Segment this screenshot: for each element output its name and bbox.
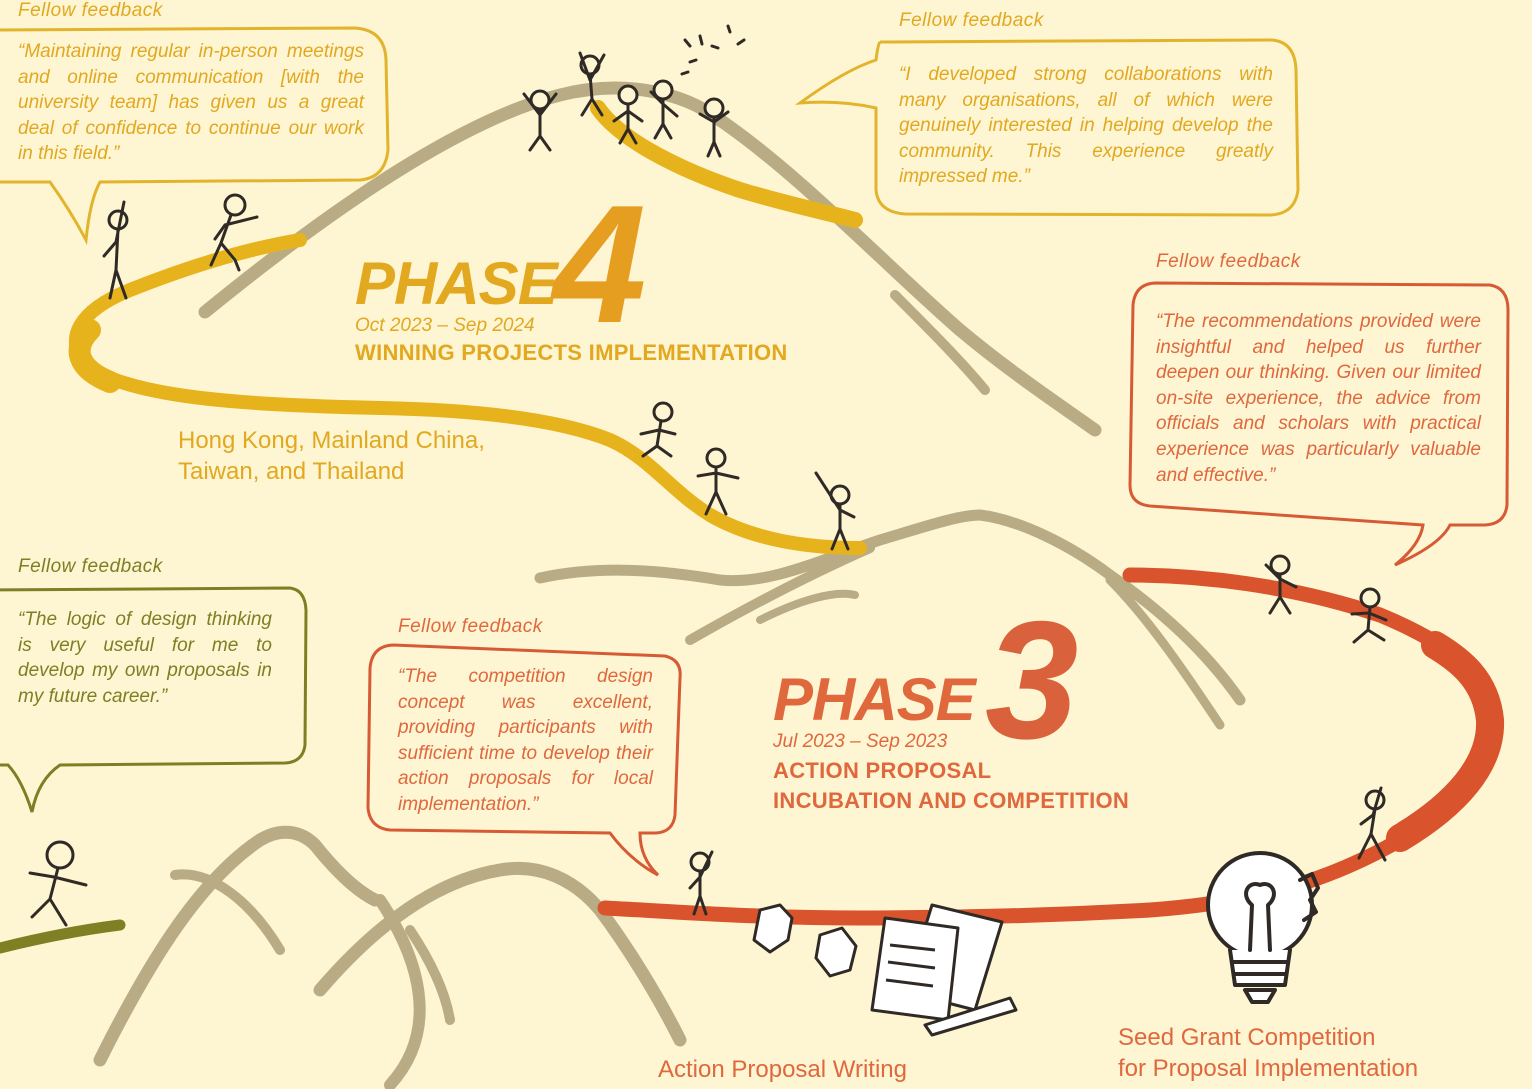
bubble-5 xyxy=(366,643,682,877)
people-climbing-icon xyxy=(28,51,1388,927)
middle-mountain-small-peak xyxy=(756,589,859,624)
phase3-dates: Jul 2023 – Sep 2023 xyxy=(773,731,948,752)
documents-pen-icon xyxy=(870,903,1018,1037)
bubble-2 xyxy=(794,38,1300,217)
middle-mountain xyxy=(534,509,1246,706)
upper-mountain-ridge xyxy=(890,290,990,395)
feedback-4-label: Fellow feedback xyxy=(18,556,163,577)
phase3-path xyxy=(597,567,1505,926)
phase4-location-line-2: Taiwan, and Thailand xyxy=(178,458,405,485)
feedback-2-label: Fellow feedback xyxy=(899,10,1044,31)
lightbulb-gear-icon xyxy=(1206,851,1320,1004)
feedback-3-quote: “The recommendations provided were insig… xyxy=(1156,311,1481,486)
middle-mountain-ridge xyxy=(1105,575,1225,730)
phase3-title-line-2: INCUBATION AND COMPETITION xyxy=(773,788,1130,813)
phase2-path xyxy=(0,919,126,954)
phase4-number: 4 xyxy=(553,170,647,358)
lower-mountain-left-ridge xyxy=(170,869,285,955)
phase4-location-line-1: Hong Kong, Mainland China, xyxy=(178,427,485,454)
feedback-3-label: Fellow feedback xyxy=(1156,251,1301,272)
milestone-seed-grant-line-1: Seed Grant Competition xyxy=(1118,1024,1376,1051)
bubble-4 xyxy=(0,586,308,813)
feedback-2-quote: “I developed strong collaborations with … xyxy=(899,64,1273,188)
phase4-word: PHASE xyxy=(355,250,558,317)
milestone-writing: Action Proposal Writing xyxy=(658,1056,907,1083)
phase3-number: 3 xyxy=(985,586,1079,774)
feedback-5-quote: “The competition design concept was exce… xyxy=(398,666,653,815)
milestone-seed-grant-line-2: for Proposal Implementation xyxy=(1118,1055,1419,1082)
excitement-marks xyxy=(680,24,746,76)
phase4-title: WINNING PROJECTS IMPLEMENTATION xyxy=(355,340,788,365)
feedback-1-label: Fellow feedback xyxy=(18,0,163,21)
lower-mountain-right-ridge xyxy=(405,925,455,1025)
phase3-word: PHASE xyxy=(773,666,976,733)
middle-mountain-left-slope xyxy=(685,543,875,645)
feedback-5-label: Fellow feedback xyxy=(398,616,543,637)
phase4-dates: Oct 2023 – Sep 2024 xyxy=(355,315,535,336)
feedback-1-quote: “Maintaining regular in-person meetings … xyxy=(18,41,364,165)
lower-mountain-mid-slope xyxy=(374,894,426,1089)
lower-mountain-left xyxy=(93,825,382,1067)
feedback-4-quote: “The logic of design thinking is very us… xyxy=(18,609,272,707)
crumpled-paper-icon xyxy=(752,903,858,978)
bubble-1 xyxy=(0,26,390,246)
bubble-3 xyxy=(1128,281,1510,567)
phase3-title-line-1: ACTION PROPOSAL xyxy=(773,758,992,783)
